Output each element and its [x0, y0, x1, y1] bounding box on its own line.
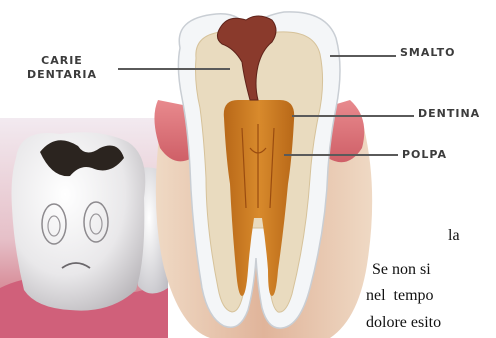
- text-line-4: dolore esito: [366, 313, 441, 333]
- text-line-2: Se non si: [372, 260, 431, 280]
- label-dentina: DENTINA: [418, 107, 480, 121]
- cartoon-decayed-tooth-image: [0, 118, 168, 338]
- text-line-3: nel tempo: [366, 286, 434, 306]
- leader-line-smalto: [330, 55, 396, 57]
- label-carie-dentaria: CARIE DENTARIA: [2, 54, 122, 82]
- tooth-cross-section-diagram: [150, 8, 380, 338]
- leader-line-polpa: [284, 154, 398, 156]
- leader-line-carie: [118, 68, 230, 70]
- text-line-1: la: [448, 226, 460, 246]
- label-smalto: SMALTO: [400, 46, 455, 60]
- leader-line-dentina: [292, 115, 414, 117]
- label-polpa: POLPA: [402, 148, 447, 162]
